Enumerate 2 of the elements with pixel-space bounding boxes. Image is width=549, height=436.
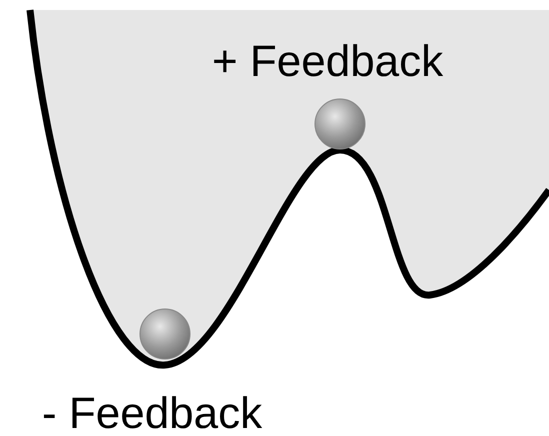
feedback-label: + Feedback [212,40,444,84]
feedback-label: - Feedback [42,392,262,436]
